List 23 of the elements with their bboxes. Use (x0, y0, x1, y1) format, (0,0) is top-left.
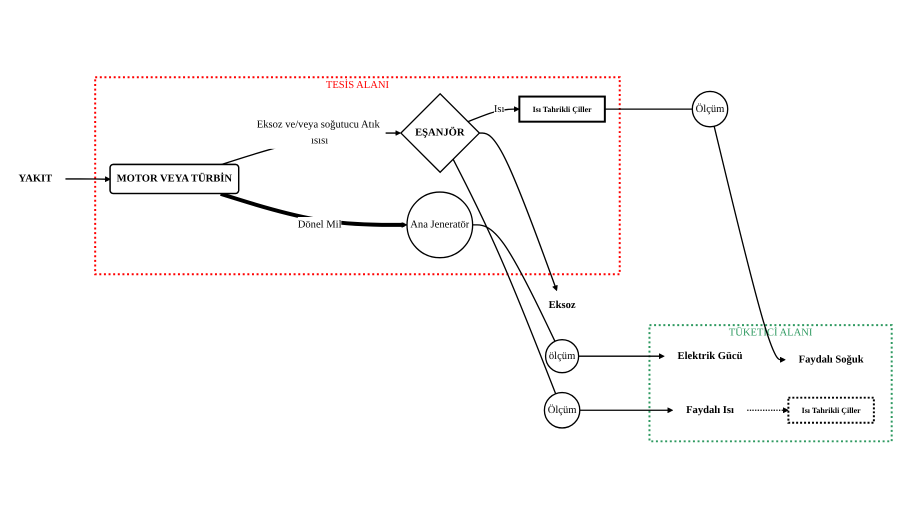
arrow (479, 132, 558, 292)
connector (452, 158, 556, 394)
node-circle: ölçüm (544, 339, 580, 374)
edge-label: Isı (494, 103, 504, 115)
edge-label: Dönel Mil (298, 219, 342, 230)
node-circle: Ölçüm (692, 90, 728, 128)
connector (472, 224, 556, 342)
node-diamond: EŞANJÖR (400, 93, 480, 174)
node-text: YAKIT (18, 173, 52, 184)
connector (604, 108, 692, 110)
node-circle: Ölçüm (544, 392, 580, 429)
arrow (747, 408, 789, 414)
node-circle: Ana Jeneratör (406, 192, 474, 259)
arrow (468, 106, 520, 123)
edge-label: Eksoz ve/veya soğutucu Atık ısısı (256, 119, 380, 146)
arrow (65, 176, 111, 182)
node-text: Elektrik Gücü (678, 350, 742, 362)
node-text: Faydalı Soğuk (798, 354, 864, 366)
node-text: Faydalı Isı (686, 404, 734, 416)
node-text: Eksoz (548, 300, 576, 311)
arrow (714, 126, 786, 363)
arrow (580, 408, 674, 414)
arrow (578, 354, 665, 360)
